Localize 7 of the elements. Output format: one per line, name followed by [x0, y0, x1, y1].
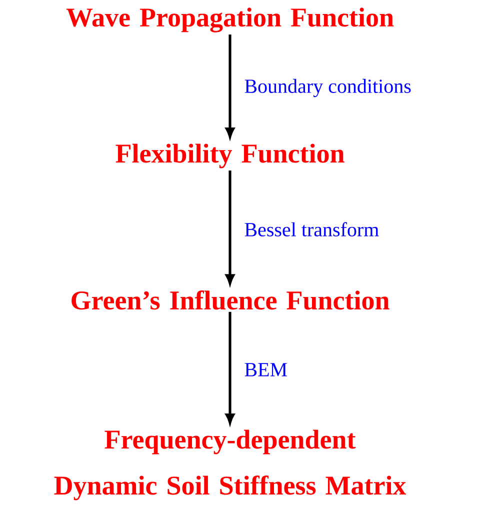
edge-label: Bessel transform: [244, 222, 379, 236]
edge-label: BEM: [244, 363, 287, 376]
edge-label: Boundary conditions: [244, 78, 411, 98]
function-title: Wave Propagation Function: [66, 8, 394, 32]
function-title: Flexibility Function: [116, 144, 344, 168]
function-title: Green’s Influence Function: [72, 290, 390, 310]
function-title: Frequency-dependent Dynamic Soil Stiffness Matrix: [54, 430, 406, 500]
